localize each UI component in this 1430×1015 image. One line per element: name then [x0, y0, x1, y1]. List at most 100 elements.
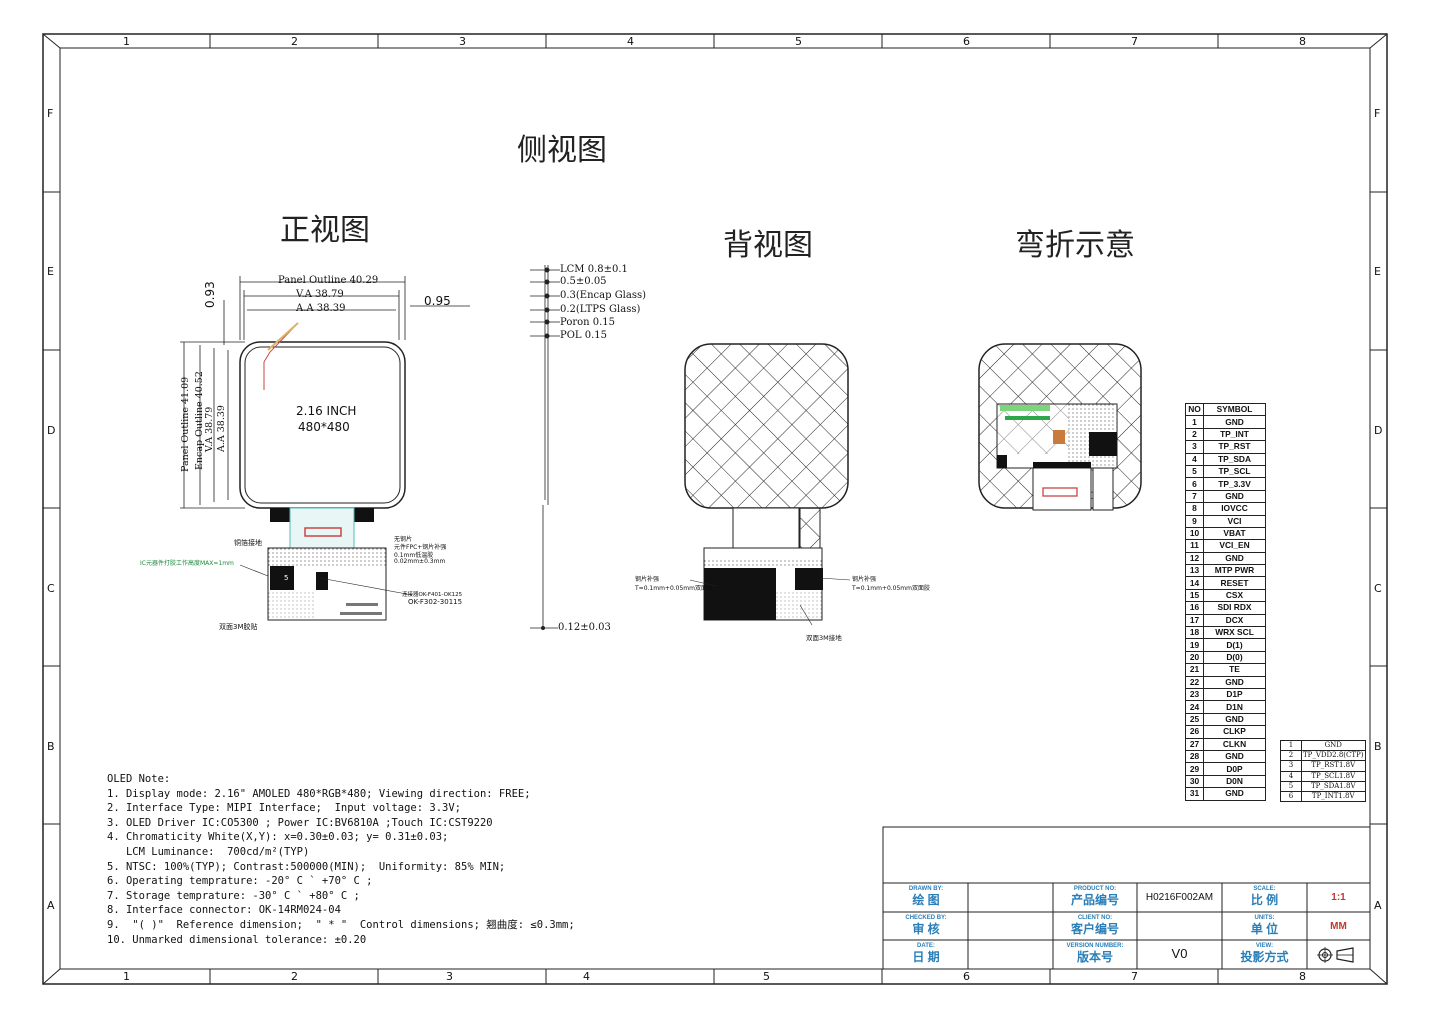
side-pol-dim: POL 0.15	[560, 330, 608, 341]
note-line: 8. Interface connector: OK-14RM024-04	[107, 904, 341, 917]
double-sided-tape-label: 双面3M胶贴	[219, 623, 258, 631]
back-left-stiffener-spec: T=0.1mm+0.05mm双面胶	[635, 585, 714, 592]
connector-marker: 5	[284, 574, 289, 582]
row-letter: D	[47, 424, 56, 437]
version-value: V0	[1171, 946, 1188, 961]
ic-height-note: IC元器件打胶工作高度MAX=1mm	[140, 560, 234, 567]
note-line: 3. OLED Driver IC:CO5300 ; Power IC:BV68…	[107, 816, 493, 829]
pin-number: 23	[1185, 687, 1204, 702]
col-number: 8	[1299, 970, 1306, 983]
col-number: 3	[446, 970, 453, 983]
connector-part-label: OK-F302-30115	[408, 598, 463, 606]
row-letter: F	[1374, 107, 1381, 120]
row-letter: F	[47, 107, 54, 120]
pin-symbol: TE	[1203, 663, 1266, 677]
note-line: 6. Operating temprature: -20° C ` +70° C…	[107, 875, 373, 888]
back-left-stiffener-label: 钢片补强	[635, 576, 660, 583]
col-number: 7	[1131, 970, 1138, 983]
pin-number: 12	[1185, 551, 1204, 566]
scale-label: SCALE: 比 例	[1250, 886, 1279, 907]
back-ground-tape-label: 双面3M接地	[806, 634, 842, 642]
pin-symbol: CLKN	[1203, 737, 1266, 751]
pin-symbol: D0N	[1203, 774, 1266, 789]
side-ltps-dim: 0.2(LTPS Glass)	[560, 304, 641, 315]
col-number: 2	[291, 970, 298, 983]
bend-view-title: 弯折示意	[1015, 228, 1135, 263]
row-letter: C	[1374, 582, 1382, 595]
front-view-title: 正视图	[280, 213, 370, 248]
panel-outline-width-dim: Panel Outline 40.29	[278, 275, 379, 286]
col-number: 5	[795, 35, 802, 48]
pin-symbol: CSX	[1203, 588, 1266, 603]
pin-symbol: WRX SCL	[1203, 626, 1266, 640]
note-line: 2. Interface Type: MIPI Interface; Input…	[107, 802, 462, 815]
aa-width-dim: A.A 38.39	[296, 303, 346, 314]
note-line: 7. Storage temprature: -30° C ` +80° C ;	[107, 889, 360, 902]
va-width-dim: V.A 38.79	[296, 289, 344, 300]
pin-symbol: DCX	[1203, 613, 1266, 628]
pin-symbol: IOVCC	[1203, 502, 1266, 516]
pin-number: 14	[1185, 576, 1204, 590]
pin-number: 29	[1185, 762, 1204, 776]
view-label: VIEW: 投影方式	[1240, 943, 1289, 964]
dim-095: 0.95	[424, 294, 451, 308]
oled-notes: OLED Note: 1. Display mode: 2.16" AMOLED…	[107, 772, 575, 947]
pin-symbol: GND	[1203, 749, 1266, 764]
side-poron-dim: Poron 0.15	[560, 317, 616, 328]
col-number: 4	[627, 35, 634, 48]
back-view-title: 背视图	[723, 228, 813, 263]
row-letter: B	[47, 740, 55, 753]
col-number: 1	[123, 35, 130, 48]
date-label: DATE: 日 期	[912, 943, 940, 964]
side-fpc-dim: 0.12±0.03	[558, 622, 611, 633]
pin-symbol: RESET	[1203, 576, 1266, 590]
drawn-by-label: DRAWN BY: 绘 图	[908, 886, 944, 907]
screen-resolution-text: 480*480	[298, 420, 350, 434]
pin-symbol: GND	[1203, 787, 1266, 801]
stiffener-label-3: 0.1mm低温胶	[394, 552, 434, 559]
back-right-stiffener-spec: T=0.1mm+0.05mm双面胶	[852, 585, 931, 592]
col-number: 6	[963, 35, 970, 48]
side-lcm-dim: LCM 0.8±0.1	[560, 264, 628, 275]
row-letter: D	[1374, 424, 1383, 437]
col-number: 5	[763, 970, 770, 983]
side-d1-dim: 0.5±0.05	[560, 276, 607, 287]
screen-size-text: 2.16 INCH	[296, 404, 357, 418]
row-letter: A	[47, 899, 55, 912]
pin-symbol: VCI	[1203, 514, 1266, 528]
row-letter: B	[1374, 740, 1382, 753]
pin-symbol: VBAT	[1203, 526, 1266, 541]
checked-by-label: CHECKED BY: 审 核	[905, 915, 947, 936]
note-line: 5. NTSC: 100%(TYP); Contrast:500000(MIN)…	[107, 860, 506, 873]
pin-symbol: VCI_EN	[1203, 539, 1266, 553]
projection-symbol-icon	[1317, 947, 1354, 963]
stiffener-label-2: 元件FPC+钢片补强	[394, 544, 447, 551]
pin-symbol: GND	[1203, 551, 1266, 566]
col-number: 7	[1131, 35, 1138, 48]
pin-symbol: D(1)	[1203, 638, 1266, 652]
scale-value: 1:1	[1331, 892, 1346, 903]
